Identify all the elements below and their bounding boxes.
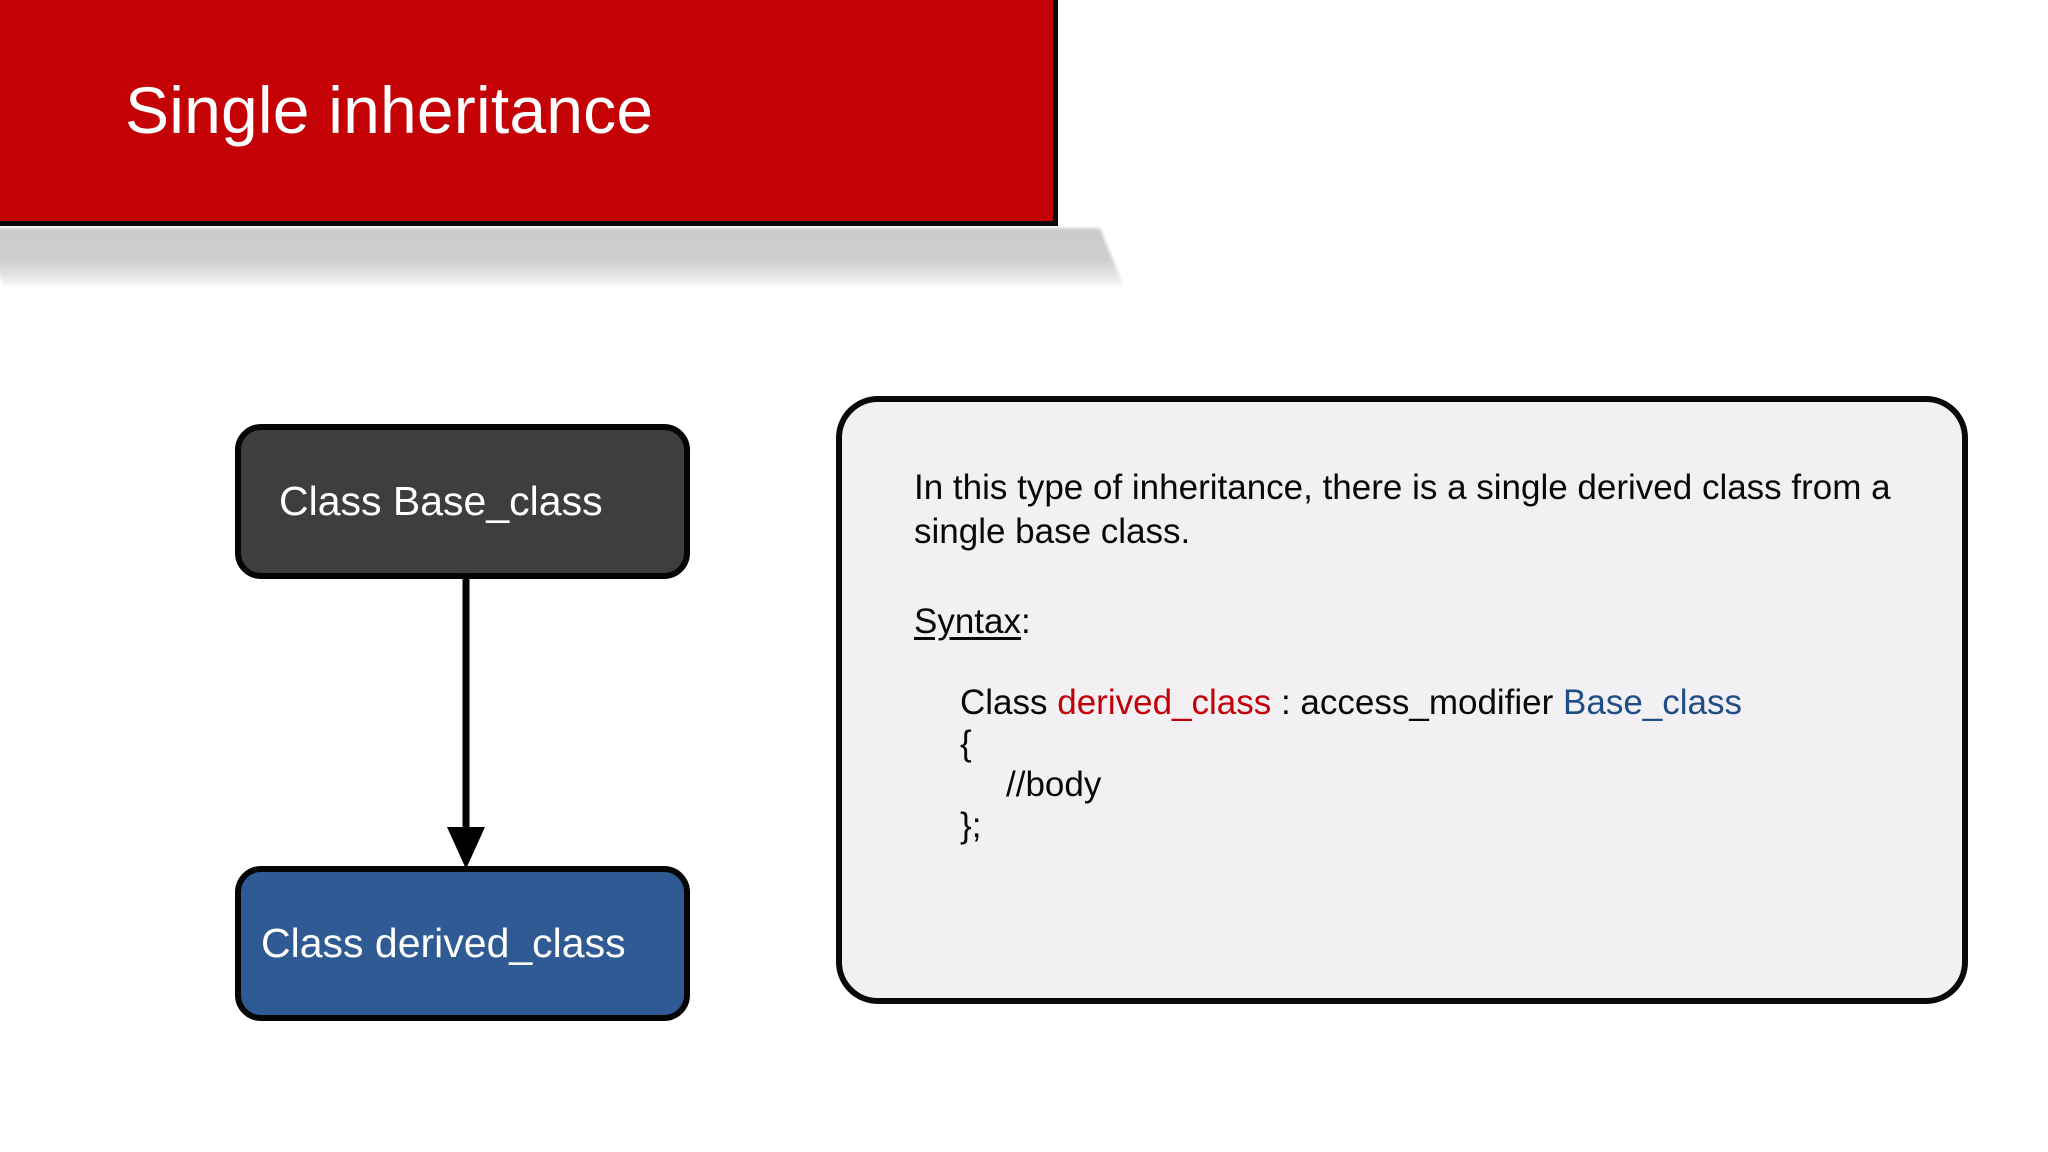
- description-paragraph: In this type of inheritance, there is a …: [914, 468, 1891, 551]
- title-banner-shadow: [0, 228, 1124, 286]
- code-line-open-brace: {: [960, 723, 972, 763]
- syntax-heading-colon: :: [1021, 601, 1031, 641]
- code-token-base-class: Base_class: [1563, 682, 1743, 722]
- inheritance-arrow-icon: [447, 575, 485, 869]
- base-class-label: Class Base_class: [279, 478, 603, 524]
- syntax-code-block: Class derived_class : access_modifier Ba…: [960, 682, 1922, 847]
- title-banner: Single inheritance: [0, 0, 1058, 226]
- base-class-box[interactable]: Class Base_class: [235, 424, 690, 579]
- syntax-heading-label: Syntax: [914, 601, 1021, 641]
- code-line-body-comment: //body: [1006, 765, 1102, 805]
- code-token-derived-class: derived_class: [1057, 682, 1272, 722]
- description-panel: In this type of inheritance, there is a …: [836, 396, 1968, 1004]
- syntax-heading: Syntax:: [914, 602, 1922, 642]
- code-line-declaration: Class derived_class : access_modifier Ba…: [960, 682, 1922, 723]
- code-token-access-modifier: : access_modifier: [1271, 682, 1564, 722]
- code-line-close-brace: };: [960, 806, 982, 846]
- page-title: Single inheritance: [125, 73, 654, 147]
- derived-class-box[interactable]: Class derived_class: [235, 866, 690, 1021]
- code-keyword-class: Class: [960, 682, 1058, 722]
- derived-class-label: Class derived_class: [261, 920, 626, 966]
